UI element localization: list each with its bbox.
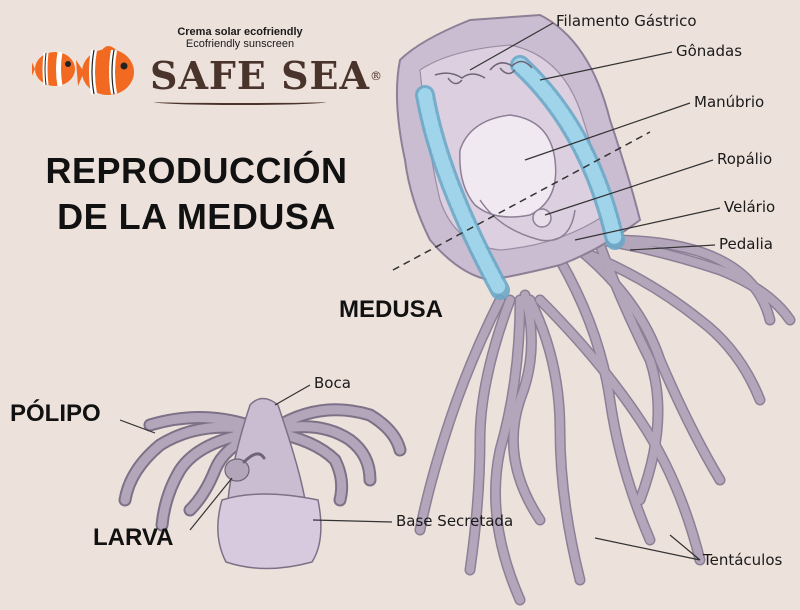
stage-label-medusa: MEDUSA bbox=[339, 296, 444, 323]
label-manubrio: Manúbrio bbox=[694, 93, 765, 111]
stage-label-larva: LARVA bbox=[93, 524, 174, 551]
clownfish-logo-icon bbox=[32, 46, 134, 95]
logo-underline bbox=[154, 99, 326, 105]
title-line-1: REPRODUCCIÓN bbox=[45, 150, 348, 191]
brand-logo-text: SAFE SEA® bbox=[150, 56, 383, 96]
label-boca: Boca bbox=[314, 374, 351, 392]
label-base-secretada: Base Secretada bbox=[396, 512, 514, 530]
label-filamento-gastrico: Filamento Gástrico bbox=[556, 12, 697, 30]
brand-tagline: Crema solar ecofriendly Ecofriendly suns… bbox=[150, 26, 330, 50]
page-title: REPRODUCCIÓN DE LA MEDUSA bbox=[24, 148, 369, 240]
manubrium-base bbox=[479, 199, 576, 242]
label-ropalio: Ropálio bbox=[717, 150, 773, 168]
logo-wordmark: SAFE SEA bbox=[150, 53, 370, 98]
label-tentaculos: Tentáculos bbox=[703, 551, 783, 569]
ropalium bbox=[532, 208, 552, 228]
medusa-tentacles bbox=[414, 234, 796, 606]
title-line-2: DE LA MEDUSA bbox=[57, 196, 336, 237]
registered-mark: ® bbox=[370, 69, 383, 83]
leader-lines bbox=[119, 22, 721, 561]
label-gonadas: Gônadas bbox=[676, 42, 743, 60]
label-velario: Velário bbox=[724, 198, 776, 216]
gastric-filaments bbox=[434, 60, 533, 85]
tagline-es: Crema solar ecofriendly bbox=[177, 26, 303, 38]
polyp-base bbox=[217, 493, 322, 570]
tagline-en: Ecofriendly sunscreen bbox=[185, 38, 295, 50]
label-pedalia: Pedalia bbox=[719, 235, 773, 253]
bell-axis-line bbox=[392, 131, 651, 271]
stage-label-polipo: PÓLIPO bbox=[10, 400, 101, 427]
larva bbox=[224, 452, 266, 482]
manubrium bbox=[459, 114, 557, 218]
